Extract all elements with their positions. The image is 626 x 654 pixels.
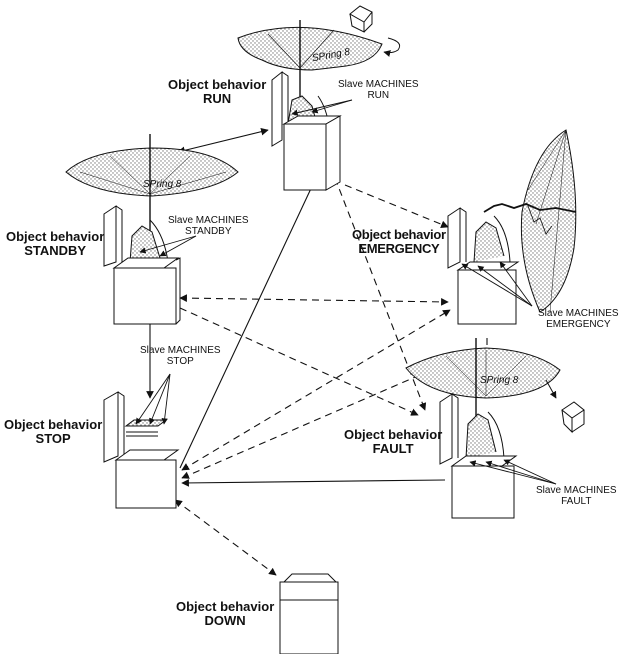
slave-panel-standby — [104, 206, 116, 266]
arm-standby — [130, 226, 160, 262]
object-behavior-text: Object behavior — [6, 229, 104, 244]
slave-machines-text: Slave MACHINES — [536, 485, 617, 496]
state-stop-name: STOP — [4, 432, 102, 446]
object-behavior-text: Object behavior — [4, 417, 102, 432]
base-standby — [114, 268, 176, 324]
rotate-arrow-icon — [384, 38, 400, 53]
arrow-standby-emergency — [180, 298, 448, 302]
arrow-fault-stop — [182, 480, 445, 483]
machine-emergency — [448, 130, 576, 324]
slave-standby-label: Slave MACHINES STANDBY — [168, 216, 249, 237]
state-fault-name: FAULT — [344, 442, 442, 456]
crate-fault-icon — [562, 402, 584, 432]
slave-panel-stop — [104, 392, 118, 462]
arrow-run-standby — [178, 130, 268, 152]
umbrella-run — [238, 27, 382, 70]
slave-machines-text: Slave MACHINES — [168, 215, 249, 226]
base-stop — [116, 460, 176, 508]
state-stop-label: Object behavior STOP — [4, 418, 102, 445]
slave-panel-emergency — [448, 208, 460, 268]
slave-standby-state: STANDBY — [168, 227, 249, 238]
slave-machines-text: Slave MACHINES — [338, 79, 419, 90]
machine-down — [280, 574, 338, 654]
arrow-run-fault — [335, 178, 425, 410]
falling-arrow — [546, 380, 556, 398]
slave-emergency-state: EMERGENCY — [538, 320, 619, 331]
state-emergency-name: EMERGENCY — [352, 242, 446, 256]
crate-icon — [350, 6, 372, 32]
object-behavior-text: Object behavior — [168, 77, 266, 92]
arrow-stop-fault — [182, 362, 450, 478]
slave-machines-text: Slave MACHINES — [140, 345, 221, 356]
arrow-stop-down — [175, 500, 276, 575]
slave-fault-state: FAULT — [536, 497, 617, 508]
state-down-name: DOWN — [176, 614, 274, 628]
state-standby-label: Object behavior STANDBY — [6, 230, 104, 257]
slave-emergency-label: Slave MACHINES EMERGENCY — [538, 309, 619, 330]
state-run-label: Object behavior RUN — [168, 78, 266, 105]
base-fault — [452, 466, 514, 518]
machine-stop — [104, 392, 178, 508]
slave-fault-label: Slave MACHINES FAULT — [536, 486, 617, 507]
slave-panel-run — [272, 72, 282, 146]
arrow-stop-run — [180, 165, 322, 468]
state-emergency-label: Object behavior EMERGENCY — [352, 228, 446, 255]
arm-emergency — [474, 222, 504, 262]
state-run-name: RUN — [168, 92, 266, 106]
state-fault-label: Object behavior FAULT — [344, 428, 442, 455]
umbrella-fault — [406, 348, 560, 398]
base-emergency — [458, 270, 516, 324]
base-down — [280, 582, 338, 654]
object-behavior-text: Object behavior — [344, 427, 442, 442]
slave-stop-state: STOP — [140, 357, 221, 368]
spring-label-fault: SPring 8 — [480, 376, 518, 387]
slave-stop-label: Slave MACHINES STOP — [140, 346, 221, 367]
object-behavior-text: Object behavior — [352, 227, 446, 242]
base-run — [284, 124, 326, 190]
arm-fault — [466, 414, 496, 458]
slave-run-label: Slave MACHINES RUN — [338, 80, 419, 101]
state-standby-name: STANDBY — [6, 244, 104, 258]
state-down-label: Object behavior DOWN — [176, 600, 274, 627]
slave-machines-text: Slave MACHINES — [538, 308, 619, 319]
spring-label-standby: SPring 8 — [143, 180, 181, 191]
object-behavior-text: Object behavior — [176, 599, 274, 614]
arrow-run-emergency — [345, 185, 448, 227]
slave-run-state: RUN — [338, 91, 419, 102]
folded-arm-stop — [126, 420, 166, 436]
